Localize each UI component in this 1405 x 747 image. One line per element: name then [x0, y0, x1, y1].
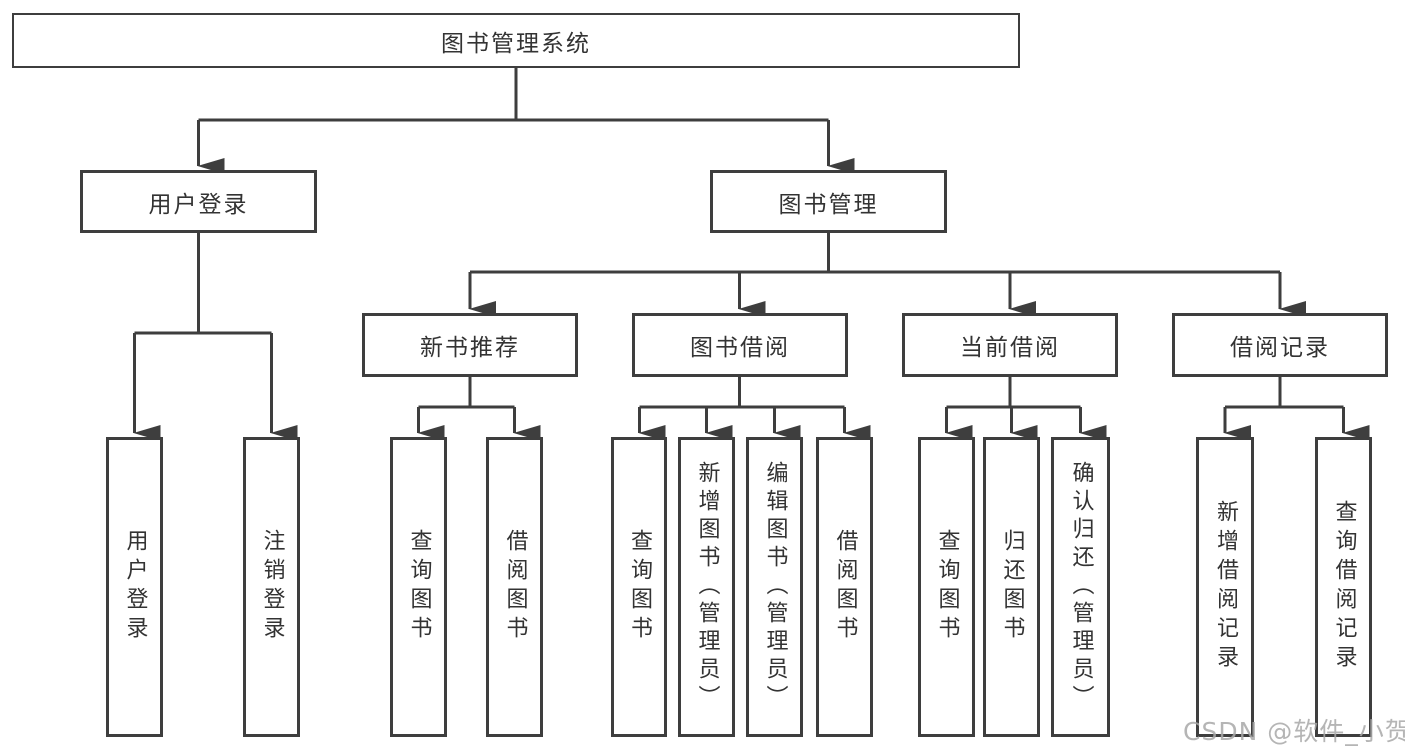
- node-root: 图书管理系统: [12, 13, 1020, 68]
- leaf-records-add-record-label: 新增借阅记录: [1213, 500, 1238, 674]
- leaf-borrow-query-books: 查询图书: [611, 437, 667, 737]
- leaf-logout: 注销登录: [243, 437, 300, 737]
- node-borrow-records: 借阅记录: [1172, 313, 1388, 377]
- leaf-user-login-label: 用户登录: [122, 529, 148, 645]
- leaf-current-query-books: 查询图书: [918, 437, 975, 737]
- leaf-records-query-record: 查询借阅记录: [1315, 437, 1372, 737]
- node-borrow-records-label: 借阅记录: [1230, 335, 1330, 361]
- node-book-borrow: 图书借阅: [632, 313, 848, 377]
- csdn-watermark: CSDN @软件_小贺同学: [1183, 717, 1405, 746]
- node-user-login: 用户登录: [80, 170, 317, 233]
- node-book-borrow-label: 图书借阅: [690, 335, 790, 361]
- leaf-borrow-borrow-books: 借阅图书: [816, 437, 873, 737]
- node-book-management-label: 图书管理: [778, 191, 879, 218]
- leaf-records-add-record: 新增借阅记录: [1196, 437, 1254, 737]
- leaf-borrow-query-books-label: 查询图书: [627, 529, 652, 645]
- leaf-current-query-books-label: 查询图书: [934, 529, 960, 645]
- leaf-current-return-books-label: 归还图书: [999, 529, 1025, 645]
- node-root-label: 图书管理系统: [441, 30, 591, 57]
- leaf-borrow-edit-books-admin: 编辑图书（管理员）: [746, 437, 803, 737]
- leaf-current-confirm-return-admin: 确认归还（管理员）: [1051, 437, 1110, 737]
- node-current-borrow-label: 当前借阅: [960, 335, 1060, 361]
- leaf-logout-label: 注销登录: [259, 529, 285, 645]
- leaf-current-return-books: 归还图书: [983, 437, 1040, 737]
- leaf-newrec-borrow-books-label: 借阅图书: [502, 529, 528, 645]
- node-current-borrow: 当前借阅: [902, 313, 1118, 377]
- leaf-newrec-query-books: 查询图书: [390, 437, 447, 737]
- leaf-records-query-record-label: 查询借阅记录: [1331, 500, 1357, 674]
- node-new-book-recommend-label: 新书推荐: [420, 335, 520, 361]
- leaf-current-confirm-return-admin-label: 确认归还（管理员）: [1068, 461, 1094, 713]
- node-new-book-recommend: 新书推荐: [362, 313, 578, 377]
- leaf-borrow-borrow-books-label: 借阅图书: [832, 529, 858, 645]
- leaf-newrec-query-books-label: 查询图书: [406, 529, 432, 645]
- leaf-newrec-borrow-books: 借阅图书: [486, 437, 543, 737]
- node-book-management: 图书管理: [710, 170, 947, 233]
- node-user-login-label: 用户登录: [148, 191, 249, 218]
- leaf-borrow-add-books-admin: 新增图书（管理员）: [678, 437, 735, 737]
- leaf-user-login: 用户登录: [106, 437, 163, 737]
- leaf-borrow-add-books-admin-label: 新增图书（管理员）: [694, 461, 720, 713]
- leaf-borrow-edit-books-admin-label: 编辑图书（管理员）: [762, 461, 788, 713]
